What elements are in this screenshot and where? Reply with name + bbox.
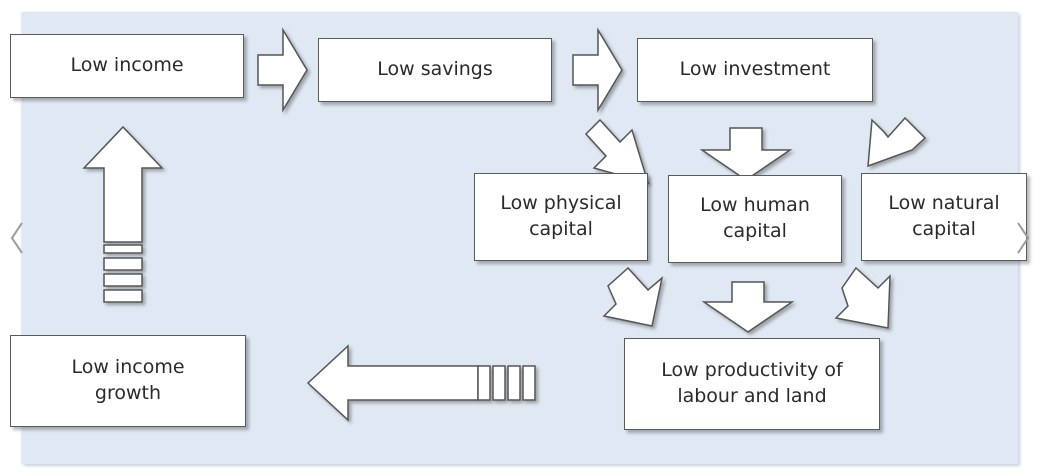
- box-low-savings: Low savings: [318, 38, 552, 102]
- arrow-investment-to-human: [699, 127, 793, 181]
- box-low-human-capital: Low human capital: [668, 175, 842, 263]
- chevron-right-icon: [1017, 222, 1030, 254]
- arrow-investment-to-natural: [867, 116, 927, 168]
- box-low-investment: Low investment: [637, 38, 873, 102]
- low-productivity-label: Low productivity of labour and land: [661, 359, 843, 407]
- arrow-savings-to-investment: [572, 27, 623, 113]
- arrow-physical-to-productivity: [602, 266, 664, 327]
- low-savings-label: Low savings: [377, 58, 493, 81]
- box-low-physical-capital: Low physical capital: [474, 173, 648, 261]
- box-low-productivity: Low productivity of labour and land: [624, 338, 880, 430]
- box-low-income-growth: Low income growth: [10, 335, 246, 427]
- arrow-natural-to-productivity: [834, 266, 891, 329]
- low-physical-capital-label: Low physical capital: [500, 192, 622, 240]
- low-investment-label: Low investment: [679, 58, 831, 81]
- low-human-capital-label: Low human capital: [700, 194, 810, 242]
- box-low-natural-capital: Low natural capital: [861, 173, 1027, 261]
- low-income-growth-label: Low income growth: [71, 356, 185, 404]
- next-button[interactable]: [1012, 218, 1034, 258]
- prev-button[interactable]: [6, 218, 28, 258]
- low-natural-capital-label: Low natural capital: [888, 192, 1000, 240]
- chevron-left-icon: [10, 222, 23, 254]
- arrow-human-to-productivity: [701, 281, 795, 333]
- box-low-income: Low income: [10, 34, 244, 98]
- arrow-income-to-savings: [257, 27, 308, 113]
- arrow-growth-to-income: [82, 125, 164, 243]
- low-income-label: Low income: [70, 54, 184, 77]
- arrow-productivity-to-growth: [306, 344, 479, 422]
